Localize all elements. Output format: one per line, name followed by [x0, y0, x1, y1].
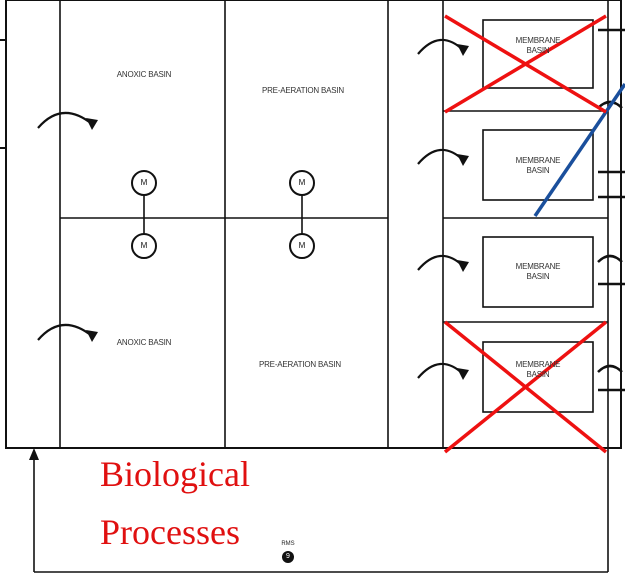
- motor-label-anoxic-top: M: [140, 178, 148, 187]
- label-membrane-basin-4: MEMBRANE BASIN: [515, 360, 561, 379]
- flow-arrows: [37, 38, 464, 379]
- label-membrane-basin-2: MEMBRANE BASIN: [515, 156, 561, 175]
- motor-label-preaeration-bottom: M: [298, 241, 306, 250]
- cross-out-membrane-4: [443, 320, 608, 454]
- motor-anoxic-top: [131, 170, 157, 196]
- rms-label: RMS: [281, 541, 295, 547]
- caption-line-1: Biological: [100, 454, 250, 494]
- label-preaeration-basin-bottom: PRE-AERATION BASIN: [258, 360, 342, 369]
- flow-arrow-left-top: [37, 111, 93, 129]
- flow-arrow-membrane-1: [417, 38, 464, 55]
- blue-pipe: [533, 83, 625, 217]
- label-preaeration-basin-top: PRE-AERATION BASIN: [261, 86, 345, 95]
- motor-anoxic-bottom: [131, 233, 157, 259]
- rms-number: 9: [286, 553, 290, 560]
- label-anoxic-basin-bottom: ANOXIC BASIN: [116, 338, 172, 347]
- rms-pump-symbol: [282, 551, 294, 563]
- motor-preaeration-bottom: [289, 233, 315, 259]
- tank-outline: [5, 0, 622, 449]
- flow-arrow-membrane-2: [417, 148, 464, 165]
- flow-arrow-membrane-4: [417, 362, 464, 379]
- flow-arrow-left-bottom: [37, 323, 93, 341]
- membrane-box-3: [482, 236, 594, 308]
- motor-preaeration-top: [289, 170, 315, 196]
- label-anoxic-basin-top: ANOXIC BASIN: [116, 70, 172, 79]
- membrane-box-2: [482, 129, 594, 201]
- return-loop-arrow-up: [29, 448, 39, 460]
- flow-arrow-membrane-3: [417, 254, 464, 271]
- cross-out-membrane-1: [444, 14, 607, 114]
- caption-line-2: Processes: [100, 512, 240, 552]
- flow-arrowheads: [86, 44, 469, 380]
- membrane-outlet-pipes: [597, 28, 625, 392]
- motor-label-anoxic-bottom: M: [140, 241, 148, 250]
- label-membrane-basin-1: MEMBRANE BASIN: [515, 36, 561, 55]
- label-membrane-basin-3: MEMBRANE BASIN: [515, 262, 561, 281]
- motor-label-preaeration-top: M: [298, 178, 306, 187]
